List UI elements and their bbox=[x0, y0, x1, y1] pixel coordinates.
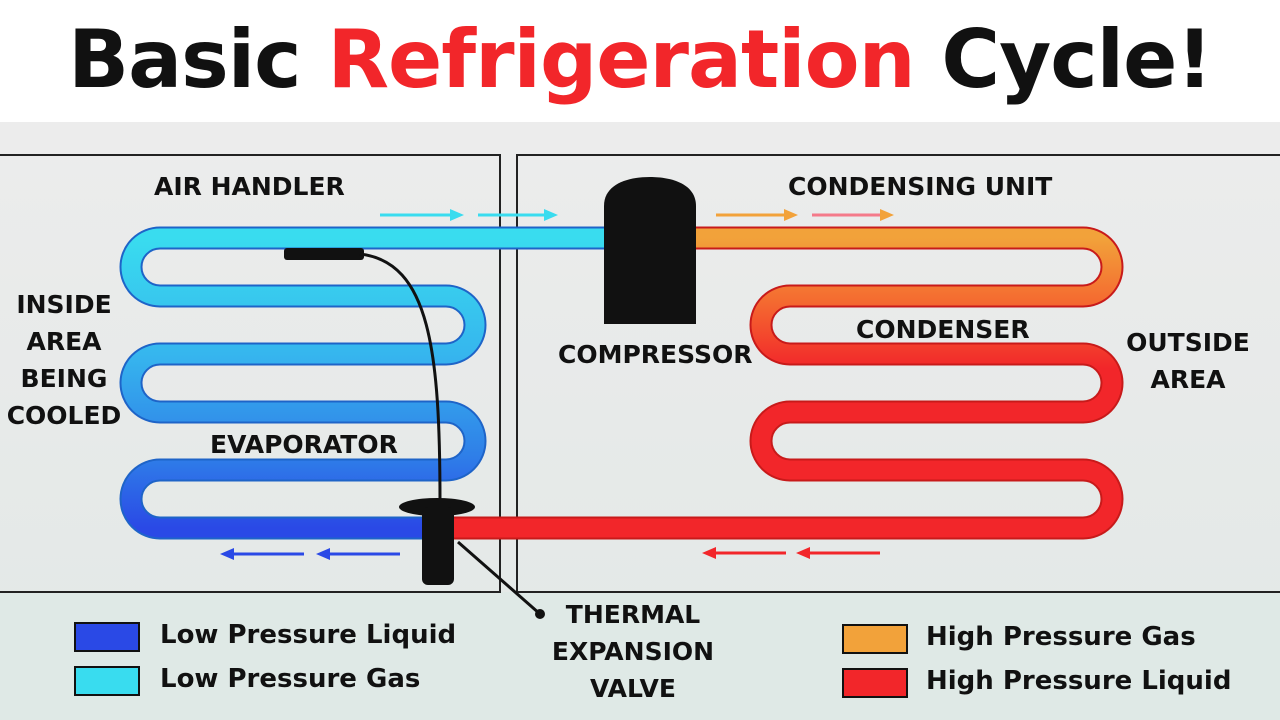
compressor-shape bbox=[604, 177, 696, 324]
arrow-high-liquid-1 bbox=[702, 547, 786, 559]
legend-label-high-pressure-gas: High Pressure Gas bbox=[926, 622, 1196, 652]
arrow-low-liquid-2 bbox=[316, 548, 400, 560]
txv-pointer-dot bbox=[535, 609, 545, 619]
condenser-label: CONDENSER bbox=[856, 315, 1030, 344]
air-handler-box bbox=[0, 154, 501, 593]
sensing-bulb bbox=[284, 248, 364, 260]
legend-swatch-low-pressure-gas bbox=[74, 666, 140, 696]
legend-swatch-high-pressure-gas bbox=[842, 624, 908, 654]
arrow-high-gas-2 bbox=[812, 209, 894, 221]
compressor-label: COMPRESSOR bbox=[558, 340, 753, 369]
legend-swatch-high-pressure-liquid bbox=[842, 668, 908, 698]
air-handler-label: AIR HANDLER bbox=[154, 172, 345, 201]
legend-label-low-pressure-gas: Low Pressure Gas bbox=[160, 664, 421, 694]
page-title: Basic Refrigeration Cycle! bbox=[0, 0, 1280, 120]
condensing-unit-box bbox=[516, 154, 1280, 593]
arrow-high-gas-1 bbox=[716, 209, 798, 221]
outside-area-label: OUTSIDE AREA bbox=[1126, 328, 1250, 394]
diagram-svg bbox=[0, 122, 1280, 720]
arrow-low-liquid-1 bbox=[220, 548, 304, 560]
arrow-high-liquid-2 bbox=[796, 547, 880, 559]
txv-label: THERMAL EXPANSION VALVE bbox=[551, 600, 715, 703]
legend-swatch-low-pressure-liquid bbox=[74, 622, 140, 652]
capillary-tube bbox=[359, 252, 442, 503]
evaporator-coil bbox=[121, 228, 620, 538]
txv-pointer-line bbox=[457, 540, 541, 616]
inside-area-label: INSIDE AREA BEING COOLED bbox=[6, 290, 122, 430]
condenser-coil bbox=[440, 228, 1122, 538]
legend-label-low-pressure-liquid: Low Pressure Liquid bbox=[160, 620, 457, 650]
arrow-low-gas-2 bbox=[478, 209, 558, 221]
legend-area bbox=[0, 592, 1280, 720]
diagram-canvas: AIR HANDLER CONDENSING UNIT INSIDE AREA … bbox=[0, 122, 1280, 720]
txv-body bbox=[422, 507, 454, 585]
title-word-basic: Basic bbox=[68, 13, 301, 106]
title-word-refrigeration: Refrigeration bbox=[327, 13, 915, 106]
arrow-low-gas-1 bbox=[380, 209, 464, 221]
evaporator-label: EVAPORATOR bbox=[210, 430, 398, 459]
title-word-cycle: Cycle! bbox=[941, 13, 1212, 106]
condensing-unit-label: CONDENSING UNIT bbox=[788, 172, 1053, 201]
legend-label-high-pressure-liquid: High Pressure Liquid bbox=[926, 666, 1232, 696]
